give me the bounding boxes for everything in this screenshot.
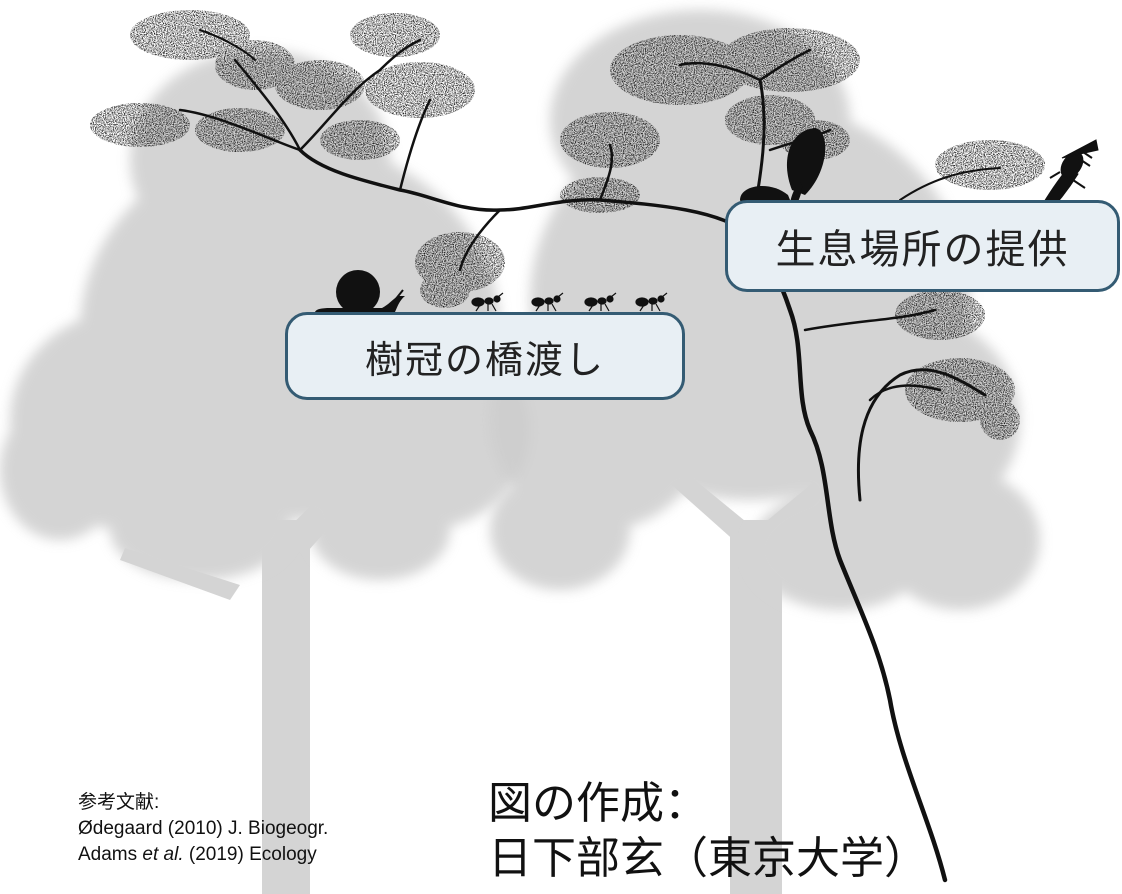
figure-credit: 図の作成： 日下部玄（東京大学） — [488, 776, 988, 886]
credit-line-2: 日下部玄（東京大学） — [488, 833, 928, 884]
vine-foliage — [90, 10, 1045, 440]
canopy-bridge-text: 樹冠の橋渡し — [364, 337, 605, 382]
reference-entry: Adams et al. (2019) Ecology — [78, 844, 317, 865]
background-tree-left — [0, 50, 530, 894]
credit-line-1: 図の作成： — [488, 778, 708, 829]
snail-icon — [315, 270, 405, 314]
reference-entry: Ødegaard (2010) J. Biogeogr. — [78, 818, 329, 839]
references: 参考文献: Ødegaard (2010) J. Biogeogr. Adams… — [78, 790, 338, 868]
habitat-provision-text: 生息場所の提供 — [775, 227, 1070, 273]
habitat-provision-label: 生息場所の提供 — [725, 200, 1120, 292]
references-heading: 参考文献: — [78, 792, 160, 813]
ant-icon — [471, 292, 668, 312]
canopy-bridge-label: 樹冠の橋渡し — [285, 312, 685, 400]
